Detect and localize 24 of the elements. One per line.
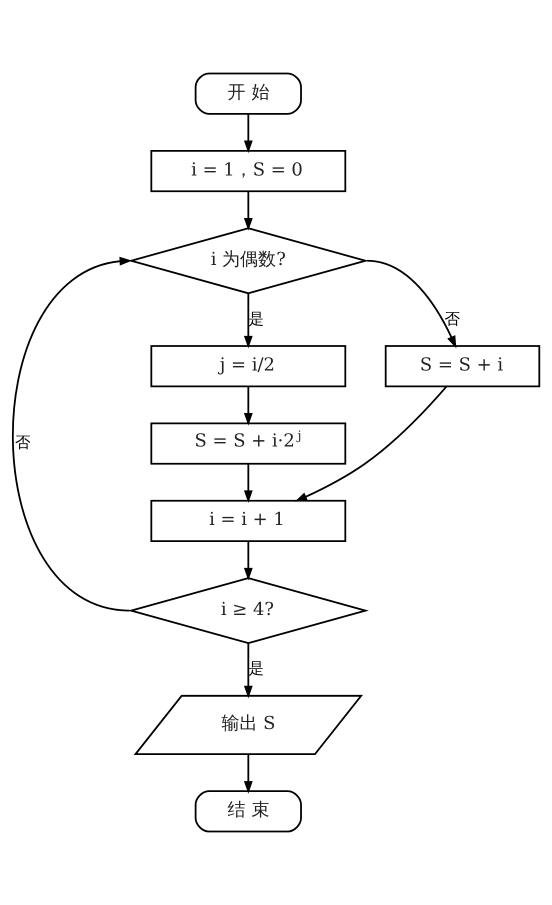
node-box: 开 始 — [194, 72, 302, 115]
arrow — [12, 256, 132, 612]
arrow — [367, 260, 456, 348]
arrow — [244, 643, 253, 698]
edge-label: 是 — [248, 658, 264, 678]
arrow — [244, 464, 253, 503]
edge-label: 是 — [248, 308, 264, 328]
node-box: i = 1，S = 0 — [150, 150, 346, 192]
edge-label: 否 — [444, 308, 461, 328]
node-box: i = i + 1 — [150, 500, 346, 542]
node-box: S = S + i — [384, 345, 540, 388]
node-diamond: i ≥ 4? — [128, 577, 369, 644]
edge-label: 否 — [15, 432, 32, 452]
node-box: 结 束 — [194, 790, 302, 832]
node-box: S = S + i·2$^{j}$ — [150, 422, 346, 465]
arrow — [244, 192, 253, 231]
arrow — [244, 293, 253, 348]
arrow — [244, 541, 253, 580]
arrow — [244, 386, 253, 426]
arrow — [244, 754, 253, 794]
arrow — [294, 386, 448, 502]
node-diamond: i 为偶数? — [128, 227, 369, 294]
node-box: j = i/2 — [150, 345, 346, 388]
arrow — [244, 114, 253, 154]
